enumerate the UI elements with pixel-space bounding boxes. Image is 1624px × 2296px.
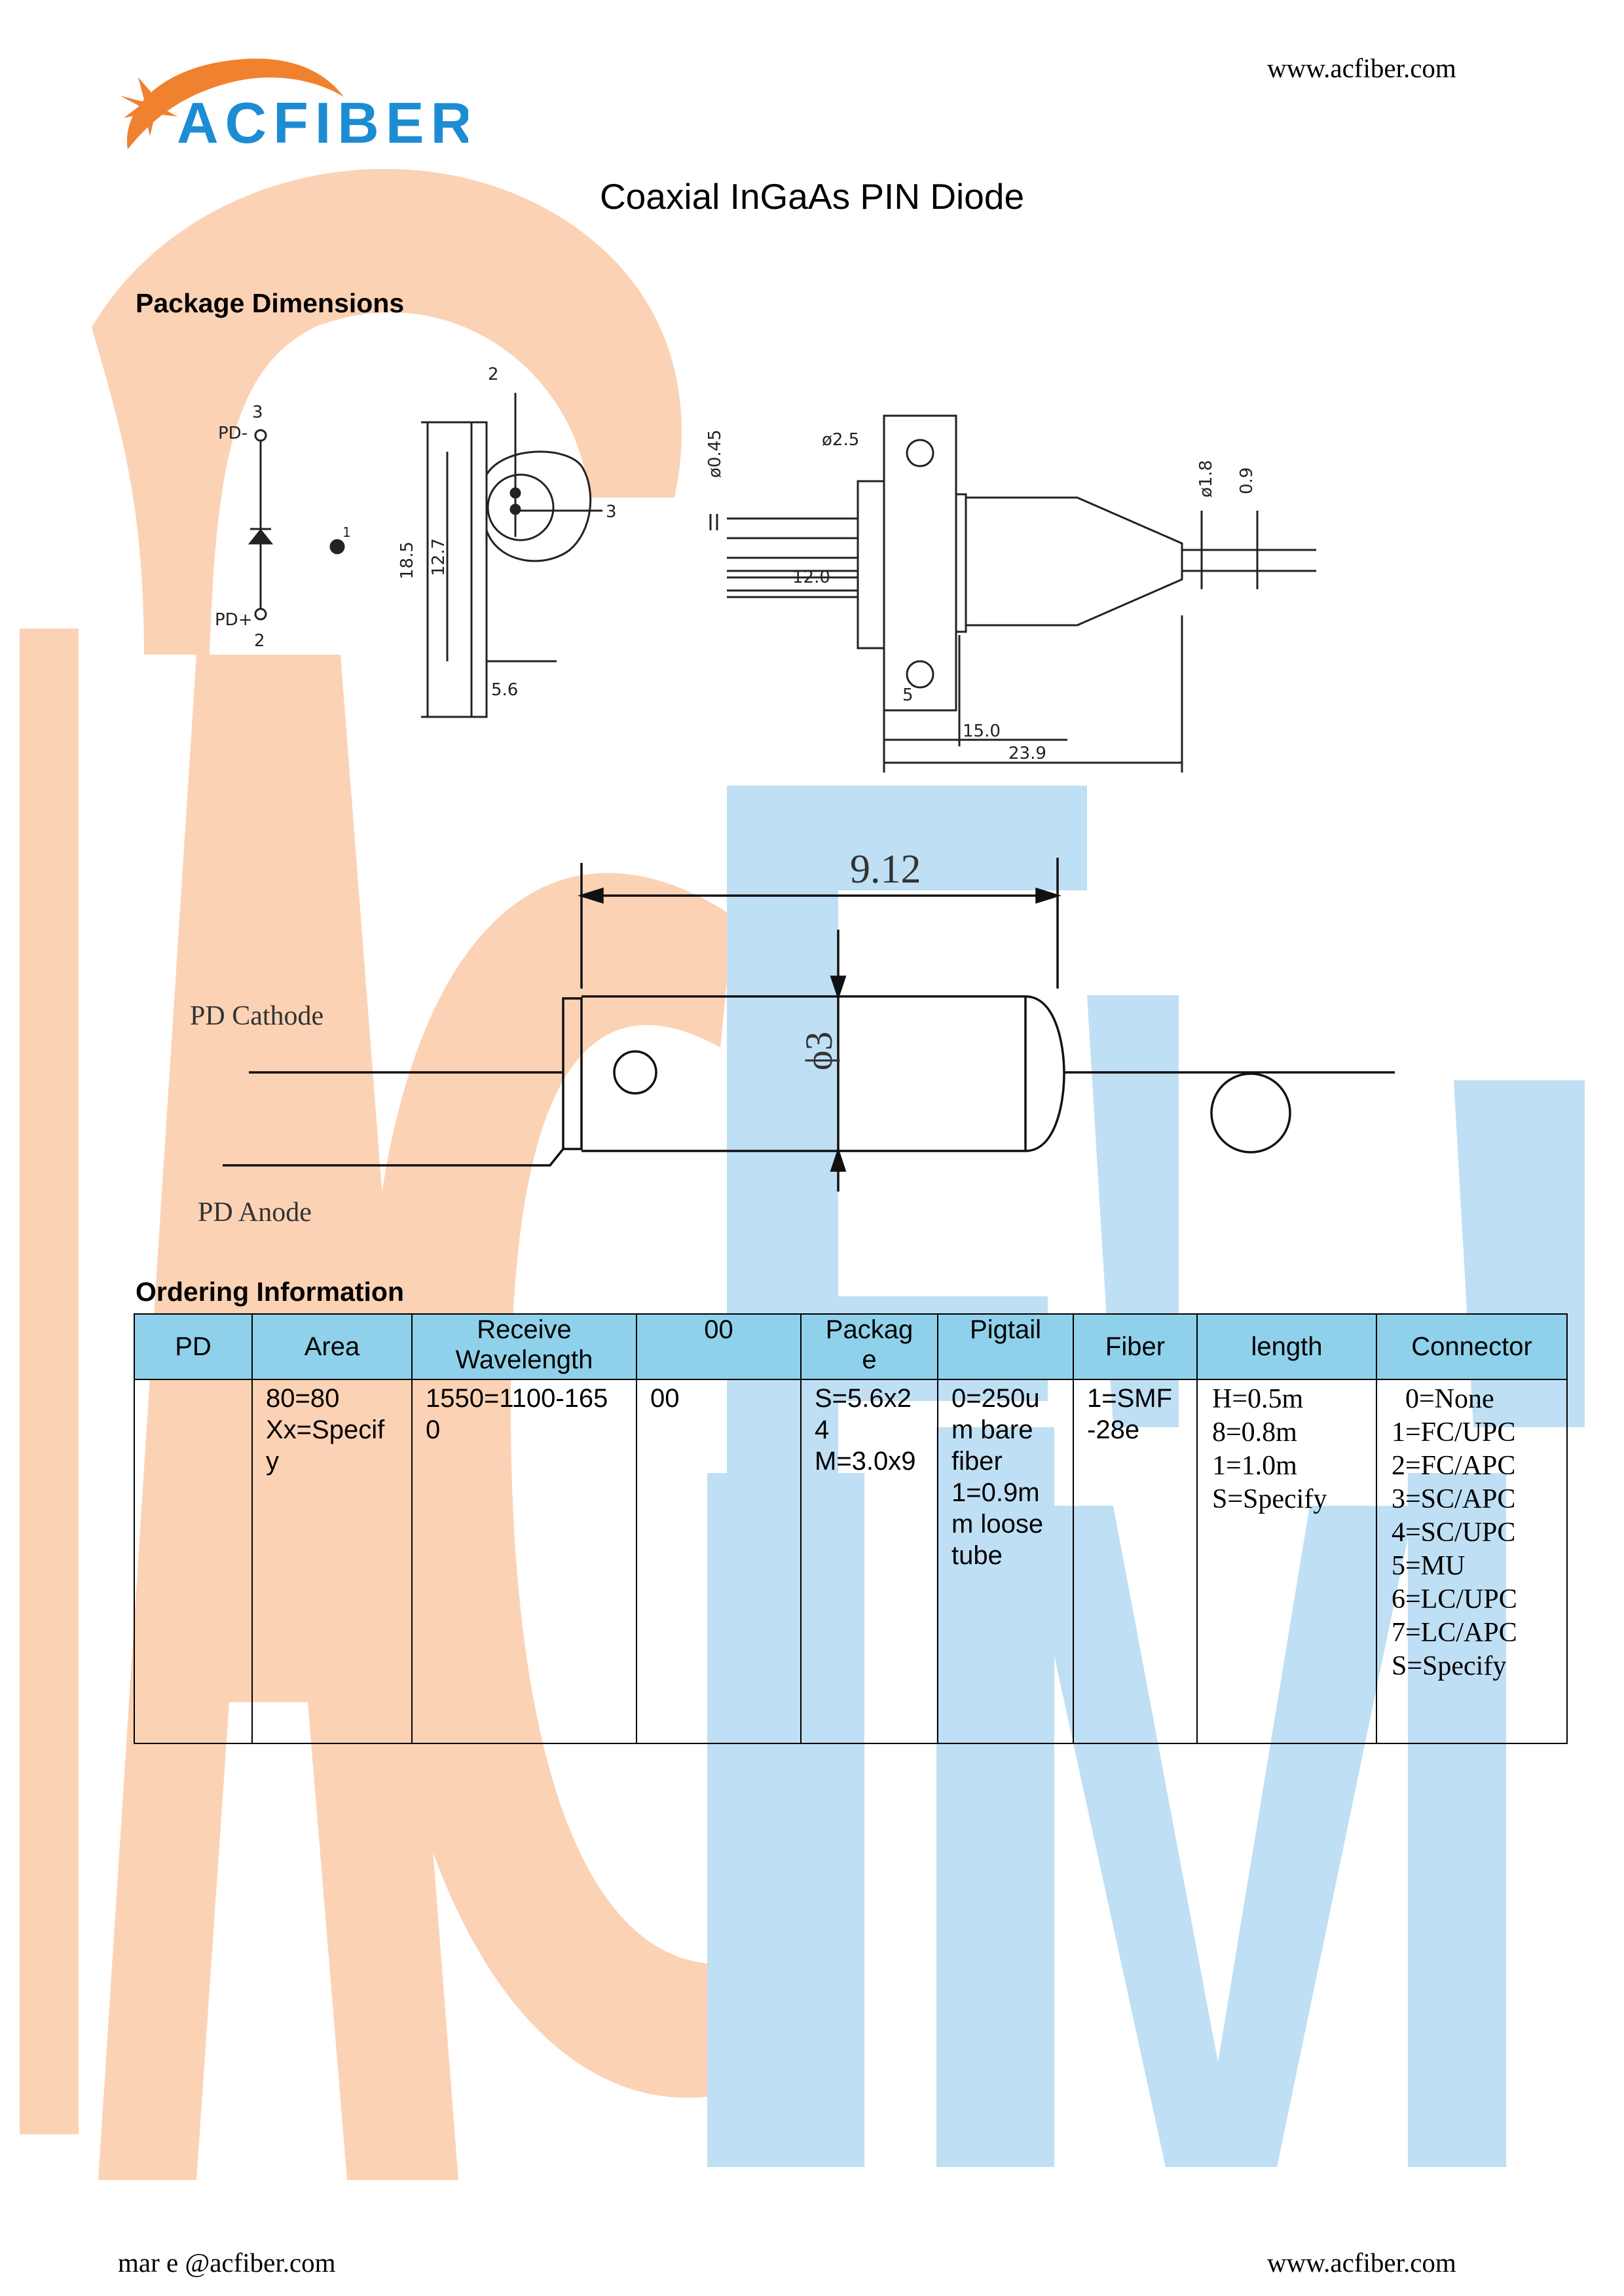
page-title: Coaxial InGaAs PIN Diode [599, 176, 1025, 217]
cell-pigtail: 0=250u m bare fiber 1=0.9m m loose tube [937, 1379, 1074, 1744]
header-length: length [1196, 1313, 1377, 1380]
pd-anode-label: PD Anode [198, 1197, 312, 1228]
cell-pd [134, 1379, 253, 1744]
ordering-table: PD Area Receive Wavelength 00 Packag e P… [134, 1313, 1568, 1744]
dim-15-0: 15.0 [963, 721, 1001, 741]
acfiber-logo: ACFIBER [120, 58, 468, 155]
cell-receive-wavelength: 1550=1100-165 0 [411, 1379, 637, 1744]
header-area: Area [251, 1313, 413, 1380]
dim-0-45: ø0.45 [705, 429, 725, 478]
pd-cathode-label: PD Cathode [190, 1001, 323, 1031]
coaxial-diode-drawing: 9.12 ϕ3 PD Cathode PD Anode [190, 847, 1395, 1228]
header-00: 00 [636, 1313, 802, 1380]
pin3-label: 3 [252, 403, 263, 422]
dim-12-7: 12.7 [429, 538, 449, 576]
dim-2-5: ø2.5 [822, 430, 859, 450]
cell-fiber: 1=SMF -28e [1073, 1379, 1198, 1744]
dim-5-6: 5.6 [491, 680, 518, 700]
cell-package: S=5.6x2 4 M=3.0x9 [800, 1379, 938, 1744]
dim-12-0: 12.0 [792, 568, 830, 587]
pin2-label: 2 [254, 631, 265, 651]
header-receive-wavelength: Receive Wavelength [411, 1313, 637, 1380]
pd-minus-label: PD- [218, 424, 248, 443]
header-fiber: Fiber [1073, 1313, 1198, 1380]
pin1-label: 1 [342, 524, 351, 540]
pd-plus-label: PD+ [215, 610, 252, 630]
package-dimension-drawing: PD- 3 PD+ 2 1 2 3 18.5 12.7 5.6 ø0.45 ø2… [215, 365, 1316, 773]
package-dimensions-heading: Package Dimensions [136, 288, 405, 318]
side-pin-label: 3 [606, 502, 617, 522]
dim-18-5: 18.5 [397, 541, 417, 579]
dim-23-9: 23.9 [1008, 744, 1046, 763]
cell-area: 80=80 Xx=Specif y [251, 1379, 413, 1744]
logo-text: ACFIBER [177, 90, 468, 155]
cell-length: H=0.5m 8=0.8m 1=1.0m S=Specify [1196, 1379, 1377, 1744]
header-pd: PD [134, 1313, 253, 1380]
top-pin-label: 2 [488, 365, 499, 384]
header-website: www.acfiber.com [1267, 53, 1456, 83]
dim-1-8: ø1.8 [1196, 460, 1216, 498]
header-connector: Connector [1376, 1313, 1568, 1380]
cell-00: 00 [636, 1379, 802, 1744]
cell-connector: 0=None 1=FC/UPC 2=FC/APC 3=SC/APC 4=SC/U… [1376, 1379, 1568, 1744]
dim-0-9: 0.9 [1237, 467, 1257, 494]
table-row: 80=80 Xx=Specif y 1550=1100-165 0 00 S=5… [134, 1379, 1568, 1744]
length-9-12: 9.12 [850, 847, 921, 892]
ordering-information-heading: Ordering Information [136, 1277, 404, 1307]
header-package: Packag e [800, 1313, 938, 1380]
diameter-3: ϕ3 [798, 1031, 840, 1070]
dim-5: 5 [902, 685, 913, 705]
footer-website: www.acfiber.com [1267, 2248, 1456, 2278]
header-pigtail: Pigtail [937, 1313, 1074, 1380]
footer-email: mar e @acfiber.com [118, 2248, 336, 2278]
table-header-row: PD Area Receive Wavelength 00 Packag e P… [134, 1313, 1568, 1380]
